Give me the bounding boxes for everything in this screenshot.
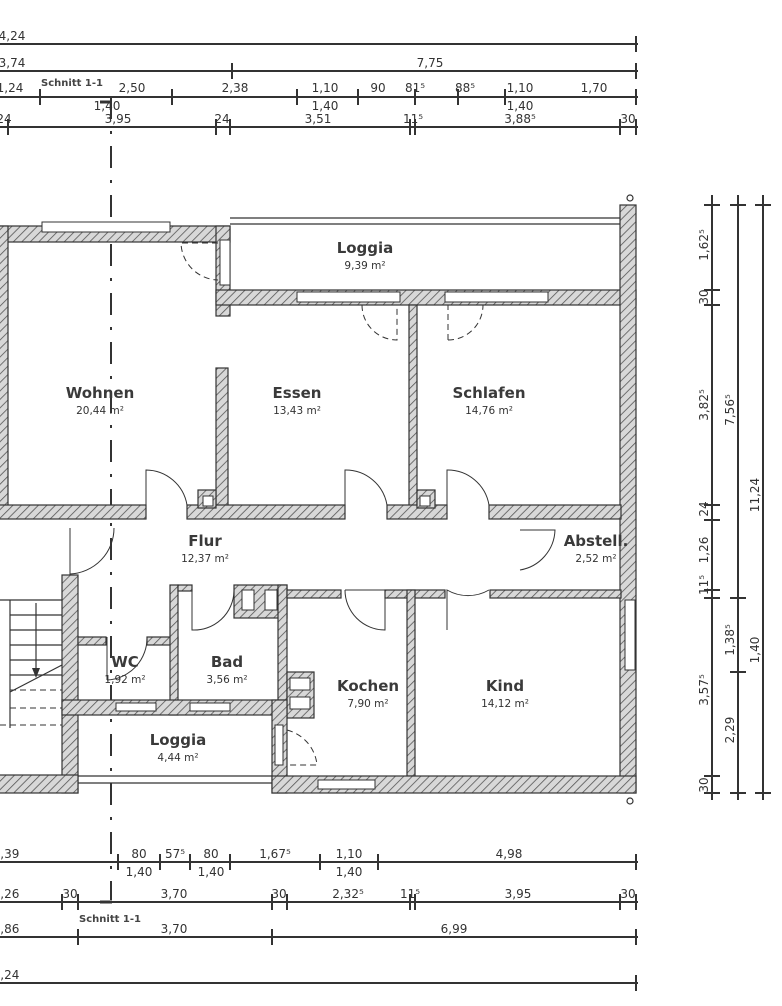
room-name: Kind	[486, 677, 524, 695]
dimension-top: 1,70	[581, 81, 608, 95]
room-area: 2,52 m²	[575, 553, 616, 565]
room-schlafen-3: Schlafen 14,76 m²	[452, 384, 525, 417]
dimension-right: 1,26	[697, 537, 711, 564]
dimension-bottom: 1,40	[336, 865, 363, 879]
walls	[0, 194, 637, 805]
dimension-top: 1,40	[94, 99, 121, 113]
dimension-bottom: 4,98	[496, 847, 523, 861]
dimension-right: 30	[697, 777, 711, 792]
room-name: Loggia	[337, 239, 394, 257]
room-name: Wohnen	[66, 384, 135, 402]
room-wohnen-1: Wohnen 20,44 m²	[66, 384, 135, 417]
dimension-bottom: 3,70	[161, 922, 188, 936]
room-area: 4,44 m²	[157, 752, 198, 764]
room-name: Essen	[273, 384, 322, 402]
dimension-top: 7,75	[417, 56, 444, 70]
dimension-top: 1,10	[312, 81, 339, 95]
room-name: WC	[111, 653, 139, 671]
dimension-bottom: 30	[62, 887, 77, 901]
dimension-top: 2,50	[119, 81, 146, 95]
room-essen-2: Essen 13,43 m²	[273, 384, 322, 417]
dimension-top: 24	[0, 112, 12, 126]
room-name: Loggia	[150, 731, 207, 749]
dimension-top: 3,88⁵	[504, 112, 536, 126]
room-area: 14,12 m²	[481, 698, 529, 710]
dimension-right: 1,40	[748, 637, 762, 664]
dimension-top: 3,51	[305, 112, 332, 126]
dimension-right: 2,29	[723, 717, 737, 744]
dimension-right: 7,56⁵	[723, 394, 737, 426]
dimension-bottom: 2,32⁵	[332, 887, 364, 901]
section-label-top: Schnitt 1-1	[41, 78, 103, 89]
room-name: Kochen	[337, 677, 399, 695]
dimension-bottom: 3,70	[161, 887, 188, 901]
dimension-top: 3,74	[0, 56, 25, 70]
dimension-bottom: 1,26	[0, 887, 19, 901]
dimension-top: 24	[214, 112, 229, 126]
dimension-right: 30	[697, 289, 711, 304]
dimension-bottom: 1,10	[336, 847, 363, 861]
room-area: 20,44 m²	[76, 405, 124, 417]
dimension-top: 3,95	[105, 112, 132, 126]
dimension-bottom: 3,95	[505, 887, 532, 901]
room-area: 13,43 m²	[273, 405, 321, 417]
room-area: 1,92 m²	[104, 674, 145, 686]
room-name: Schlafen	[452, 384, 525, 402]
dimension-top: 30	[620, 112, 635, 126]
dimension-bottom: 2,86	[0, 922, 19, 936]
dimension-bottom: 4,24	[0, 968, 19, 982]
dimension-top: 1,24	[0, 81, 23, 95]
dimension-bottom: 1,40	[126, 865, 153, 879]
dimension-right: 1,38⁵	[723, 624, 737, 656]
staircase	[0, 599, 63, 728]
room-name: Abstell.	[564, 532, 629, 550]
dimension-bottom: 6,99	[441, 922, 468, 936]
room-area: 14,76 m²	[465, 405, 513, 417]
room-kochen-8: Kochen 7,90 m²	[337, 677, 399, 710]
dimension-bottom: 1,39	[0, 847, 19, 861]
section-label-bottom: Schnitt 1-1	[79, 914, 141, 925]
dimension-top: 88⁵	[455, 81, 475, 95]
dimension-bottom: 11⁵	[400, 887, 420, 901]
dimension-top: 81⁵	[405, 81, 425, 95]
room-name: Bad	[211, 653, 243, 671]
dimension-bottom: 57⁵	[165, 847, 185, 861]
dimension-bottom: 80	[131, 847, 146, 861]
room-area: 12,37 m²	[181, 553, 229, 565]
doors	[69, 242, 556, 766]
dimension-top: 2,38	[222, 81, 249, 95]
dimension-right: 11,24	[748, 478, 762, 512]
room-area: 9,39 m²	[344, 260, 385, 272]
dimension-bottom: 80	[203, 847, 218, 861]
room-wc-6: WC 1,92 m²	[104, 653, 145, 686]
room-kind-9: Kind 14,12 m²	[481, 677, 529, 710]
room-area: 7,90 m²	[347, 698, 388, 710]
windows	[41, 221, 636, 790]
room-area: 3,56 m²	[206, 674, 247, 686]
room-flur-4: Flur 12,37 m²	[181, 532, 229, 565]
dimension-right: 3,57⁵	[697, 674, 711, 706]
dimension-top: 1,40	[312, 99, 339, 113]
room-loggia-10: Loggia 4,44 m²	[150, 731, 207, 764]
dimension-bottom: 1,40	[198, 865, 225, 879]
dimension-right: 24	[697, 501, 711, 516]
room-abstell-5: Abstell. 2,52 m²	[564, 532, 629, 565]
dimension-right: 1,62⁵	[697, 229, 711, 261]
dimension-bottom: 1,67⁵	[259, 847, 291, 861]
room-loggia-0: Loggia 9,39 m²	[337, 239, 394, 272]
dimension-right: 11⁵	[697, 575, 711, 595]
dimension-right: 3,82⁵	[697, 389, 711, 421]
dimension-top: 1,10	[507, 81, 534, 95]
dimension-top: 90	[370, 81, 385, 95]
dimension-top: 11⁵	[403, 112, 423, 126]
room-bad-7: Bad 3,56 m²	[206, 653, 247, 686]
dimension-top: 1,40	[507, 99, 534, 113]
room-name: Flur	[188, 532, 222, 550]
dimension-bottom: 30	[271, 887, 286, 901]
dimension-top: 4,24	[0, 29, 25, 43]
dimension-bottom: 30	[620, 887, 635, 901]
